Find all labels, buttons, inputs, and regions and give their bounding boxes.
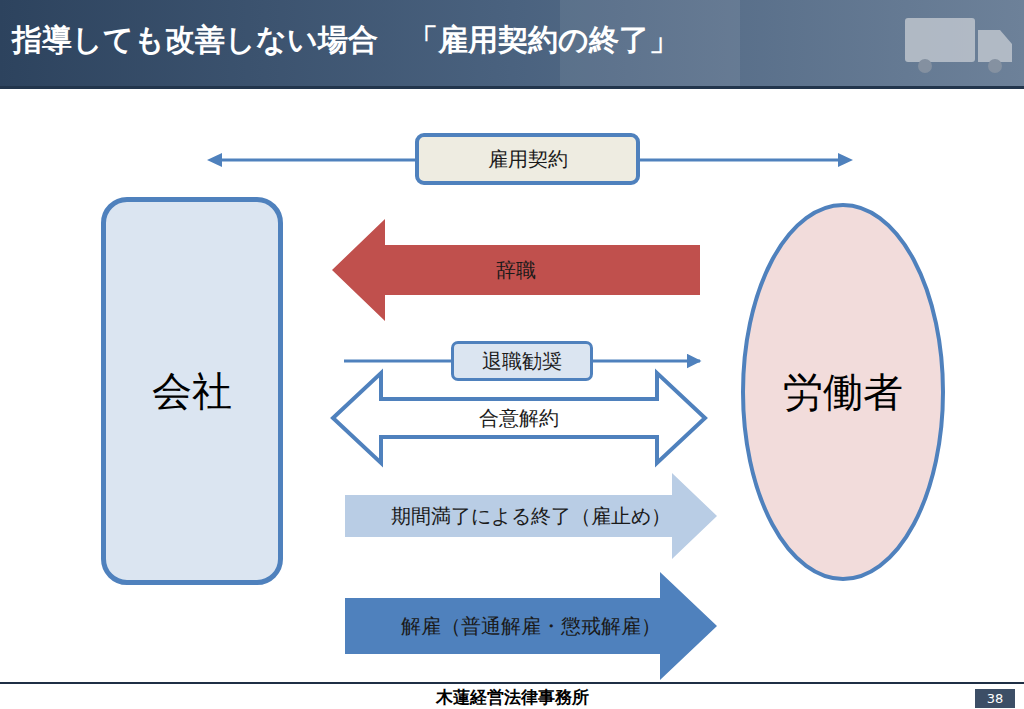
dismissal-arrow [345, 572, 717, 680]
node-label: 労働者 [783, 365, 903, 420]
contract-label: 雇用契約 [415, 133, 640, 185]
ellipse-shape [743, 205, 943, 579]
truck-wheel [988, 59, 1002, 73]
party-ellipse: 労働者 [740, 202, 946, 582]
truck-icon [905, 18, 1012, 73]
truck-wheel [918, 59, 932, 73]
resignation-arrow [332, 219, 700, 321]
agreement-arrow [333, 373, 705, 463]
truck-cab [978, 30, 1012, 62]
edge-label: 解雇（普通解雇・懲戒解雇） [401, 613, 661, 640]
truck-cargo [905, 18, 975, 62]
party-box: 会社 [101, 197, 283, 585]
slide-title: 指導しても改善しない場合 「雇用契約の終了」 [12, 20, 679, 61]
edge-label: 辞職 [496, 257, 536, 284]
footer-rule [0, 682, 1024, 684]
footer-firm-name: 木蓮経営法律事務所 [312, 687, 712, 707]
page-number: 38 [975, 689, 1015, 708]
node-label: 会社 [152, 364, 232, 419]
edge-label: 合意解約 [479, 405, 559, 432]
edge-label: 期間満了による終了（雇止め） [391, 503, 671, 530]
expiry-arrow [345, 473, 717, 559]
edge-label: 退職勧奨 [451, 341, 593, 381]
contract-arrowhead [207, 153, 222, 167]
title-bar [0, 0, 1024, 88]
title-bar-rule [0, 86, 1024, 89]
contract-arrowhead [838, 153, 853, 167]
